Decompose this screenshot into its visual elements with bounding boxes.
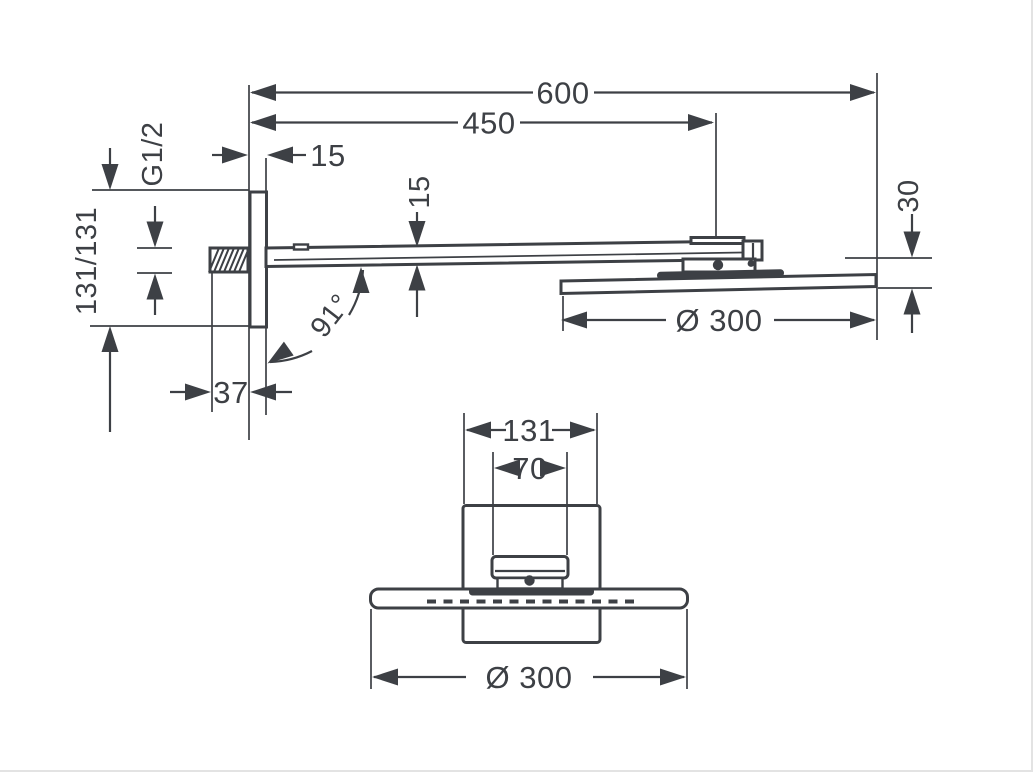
head-bracket — [681, 236, 764, 274]
thread-size-label: G1/2 — [137, 122, 169, 187]
dim-15-arm: 15 — [404, 175, 436, 317]
head-mount-foot — [657, 269, 784, 280]
plate-width-label: 131 — [502, 413, 555, 448]
head-mount-foot-front — [469, 587, 594, 596]
connector-width-label: 70 — [512, 451, 547, 486]
dim-600: 600 — [250, 76, 876, 111]
arm-thickness-label: 15 — [404, 175, 436, 208]
side-view: 600 450 15 G1/2 131/131 — [71, 73, 932, 440]
dim-30: 30 — [893, 179, 925, 333]
wall-plate-side — [248, 190, 268, 329]
shower-head-front — [369, 587, 689, 610]
arm-set-screw — [292, 243, 310, 251]
wall-plate-size-label: 131/131 — [71, 207, 103, 315]
dim-131: 131 — [465, 413, 596, 448]
shower-arm — [264, 239, 754, 269]
dim-450: 450 — [250, 106, 714, 141]
arm-projection-label: 450 — [462, 106, 515, 141]
dim-diameter-side: Ø 300 — [561, 303, 876, 338]
head-diameter-front-label: Ø 300 — [486, 660, 573, 695]
dim-angle-91: 91° — [267, 267, 370, 364]
extension-lines-front — [370, 413, 688, 689]
arm-angle-label: 91° — [304, 288, 357, 343]
front-view: 131 70 Ø 300 — [369, 413, 689, 695]
connector-block — [490, 555, 570, 590]
dim-37: 37 — [170, 375, 292, 410]
plate-offset-label: 15 — [310, 138, 345, 173]
threaded-pipe — [208, 246, 250, 274]
head-diameter-side-label: Ø 300 — [676, 303, 763, 338]
bracket-top-cap — [689, 236, 746, 245]
dim-left-chain: G1/2 131/131 — [71, 122, 169, 432]
inlet-dot — [524, 575, 535, 586]
head-drop-label: 30 — [893, 179, 925, 212]
thread-hatching — [208, 247, 250, 273]
dim-15-plate: 15 — [212, 138, 345, 173]
dim-diameter-front: Ø 300 — [372, 660, 686, 695]
dim-70: 70 — [494, 451, 566, 486]
thread-projection-label: 37 — [213, 375, 248, 410]
total-length-label: 600 — [536, 76, 589, 111]
pivot-joint — [712, 259, 724, 271]
